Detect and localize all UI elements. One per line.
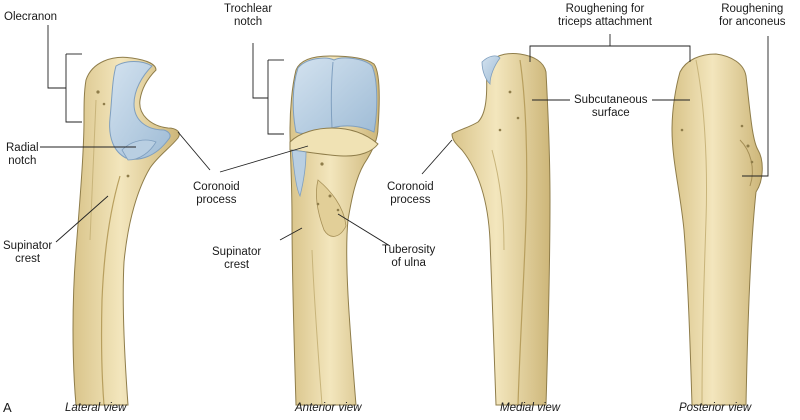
panel-letter: A xyxy=(3,400,12,415)
medial-view-bone xyxy=(451,53,551,406)
label-line: Coronoid xyxy=(387,181,434,193)
label-subcutaneous-surface: Subcutaneous surface xyxy=(574,94,648,120)
label-line: process xyxy=(390,194,431,206)
label-line: crest xyxy=(224,259,250,271)
supinator-crest-lateral-leader xyxy=(55,195,109,243)
trochlear-bracket-lower xyxy=(267,60,284,135)
trochlear-notch-leader xyxy=(252,43,268,99)
label-line: Roughening xyxy=(721,3,784,15)
olecranon-bracket-lower xyxy=(65,54,82,123)
olecranon-leader xyxy=(47,25,66,89)
label-line: triceps attachment xyxy=(558,16,652,28)
label-line: Subcutaneous xyxy=(574,94,648,106)
label-line: Roughening for xyxy=(565,3,645,15)
coronoid-lateral-leader xyxy=(177,131,211,171)
label-line: Olecranon xyxy=(4,11,58,23)
label-olecranon: Olecranon xyxy=(4,11,57,24)
caption-anterior-view: Anterior view xyxy=(295,402,362,414)
label-line: process xyxy=(196,194,237,206)
label-line: Supinator xyxy=(3,240,53,252)
tuberosity-leader xyxy=(337,213,391,247)
label-roughening-anconeus: Roughening for anconeus xyxy=(719,3,786,29)
label-line: crest xyxy=(15,253,41,265)
lateral-view-bone xyxy=(72,56,180,406)
label-line: Tuberosity xyxy=(382,244,436,256)
label-line: Coronoid xyxy=(193,181,240,193)
label-line: Trochlear xyxy=(224,3,273,15)
anterior-view-bone xyxy=(289,55,380,406)
label-line: Radial xyxy=(6,142,39,154)
supinator-crest-anterior-leader xyxy=(279,227,303,241)
label-line: notch xyxy=(8,155,37,167)
label-line: of ulna xyxy=(391,257,426,269)
label-coronoid-process-anterior: Coronoid process xyxy=(193,181,240,207)
label-supinator-crest-lateral: Supinator crest xyxy=(3,240,52,266)
label-supinator-crest-anterior: Supinator crest xyxy=(212,246,261,272)
label-line: notch xyxy=(234,16,263,28)
caption-lateral-view: Lateral view xyxy=(65,402,127,414)
coronoid-medial-leader xyxy=(421,139,453,175)
label-line: surface xyxy=(591,107,630,119)
label-tuberosity-of-ulna: Tuberosity of ulna xyxy=(382,244,435,270)
roughening-triceps-bracket xyxy=(529,45,691,62)
label-roughening-triceps: Roughening for triceps attachment xyxy=(558,3,652,29)
caption-medial-view: Medial view xyxy=(500,402,561,414)
label-trochlear-notch: Trochlear notch xyxy=(224,3,272,29)
leader-lines xyxy=(40,25,769,247)
label-line: for anconeus xyxy=(719,16,786,28)
roughening-anconeus-leader xyxy=(742,36,769,177)
label-coronoid-process-medial: Coronoid process xyxy=(387,181,434,207)
label-line: Supinator xyxy=(212,246,262,258)
coronoid-anterior-leader xyxy=(219,145,309,173)
caption-posterior-view: Posterior view xyxy=(679,402,752,414)
label-radial-notch: Radial notch xyxy=(6,142,39,168)
posterior-view-bone xyxy=(671,53,763,406)
